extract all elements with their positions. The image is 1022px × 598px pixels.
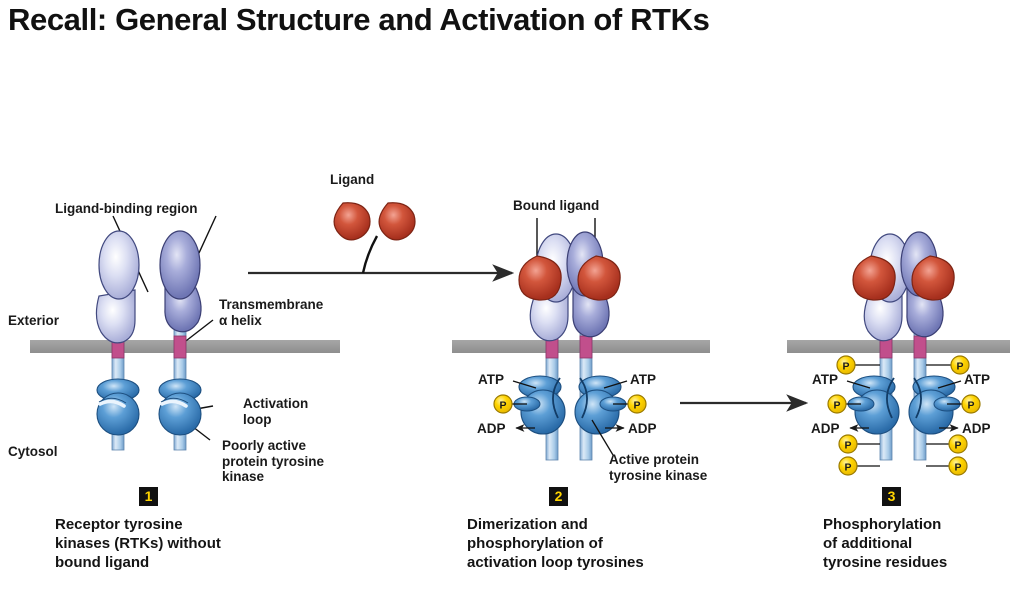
atp-right-label-panel-3: ATP	[964, 372, 990, 387]
panel-2-caption: Dimerization and phosphorylation of acti…	[467, 516, 644, 571]
panel-1-caption: Receptor tyrosine kinases (RTKs) without…	[55, 516, 221, 571]
cytosol-label: Cytosol	[8, 444, 58, 459]
phosphate-group-panel-2: P P	[493, 394, 647, 414]
active-kinase3-right	[908, 375, 961, 435]
active-kinase3-left	[847, 375, 900, 435]
poorly-active-kinase-label: Poorly active protein tyrosine kinase	[222, 438, 325, 484]
adp-right-label-panel-2: ADP	[628, 421, 657, 436]
activation-arrow-1	[248, 235, 515, 282]
svg-text:P: P	[954, 462, 961, 474]
step-badge-1: 1	[139, 487, 158, 506]
svg-text:P: P	[842, 361, 849, 373]
panel-3-graphic: P P P P P P P	[827, 231, 981, 476]
phosphate-group-panel-3: P P P P P P P	[827, 355, 981, 476]
step-badge-3: 3	[882, 487, 901, 506]
panel-1-graphic	[95, 215, 217, 451]
step-badge-2: 2	[549, 487, 568, 506]
active-kinase-label: Active protein tyrosine kinase	[609, 452, 708, 483]
svg-text:P: P	[499, 400, 506, 412]
adp-left-label-panel-3: ADP	[811, 421, 840, 436]
receptor-monomer-left	[95, 230, 140, 451]
atp-left-label-panel-3: ATP	[812, 372, 838, 387]
atp-right-label-panel-2: ATP	[630, 372, 656, 387]
adp-right-label-panel-3: ADP	[962, 421, 991, 436]
panel-2-graphic: P P	[493, 218, 647, 461]
exterior-label: Exterior	[8, 313, 60, 328]
activation-loop-label: Activation loop	[243, 396, 309, 427]
svg-text:P: P	[633, 400, 640, 412]
bound-ligand-label: Bound ligand	[513, 198, 600, 213]
page-title: Recall: General Structure and Activation…	[8, 2, 710, 37]
active-kinase-left	[513, 375, 566, 435]
active-kinase-right	[574, 375, 627, 435]
ligand-label: Ligand	[330, 172, 375, 187]
adp-left-label-panel-2: ADP	[477, 421, 506, 436]
panel-3-caption: Phosphorylation of additional tyrosine r…	[823, 516, 948, 571]
svg-text:P: P	[954, 440, 961, 452]
svg-text:P: P	[967, 400, 974, 412]
transmembrane-alpha-helix-label: Transmembrane α helix	[219, 297, 324, 328]
ligand-binding-region-label: Ligand-binding region	[55, 201, 198, 216]
free-ligand-group	[333, 202, 416, 241]
atp-left-label-panel-2: ATP	[478, 372, 504, 387]
svg-text:P: P	[956, 361, 963, 373]
svg-text:P: P	[844, 440, 851, 452]
svg-text:P: P	[833, 400, 840, 412]
receptor-monomer-right	[158, 230, 202, 451]
svg-text:P: P	[844, 462, 851, 474]
